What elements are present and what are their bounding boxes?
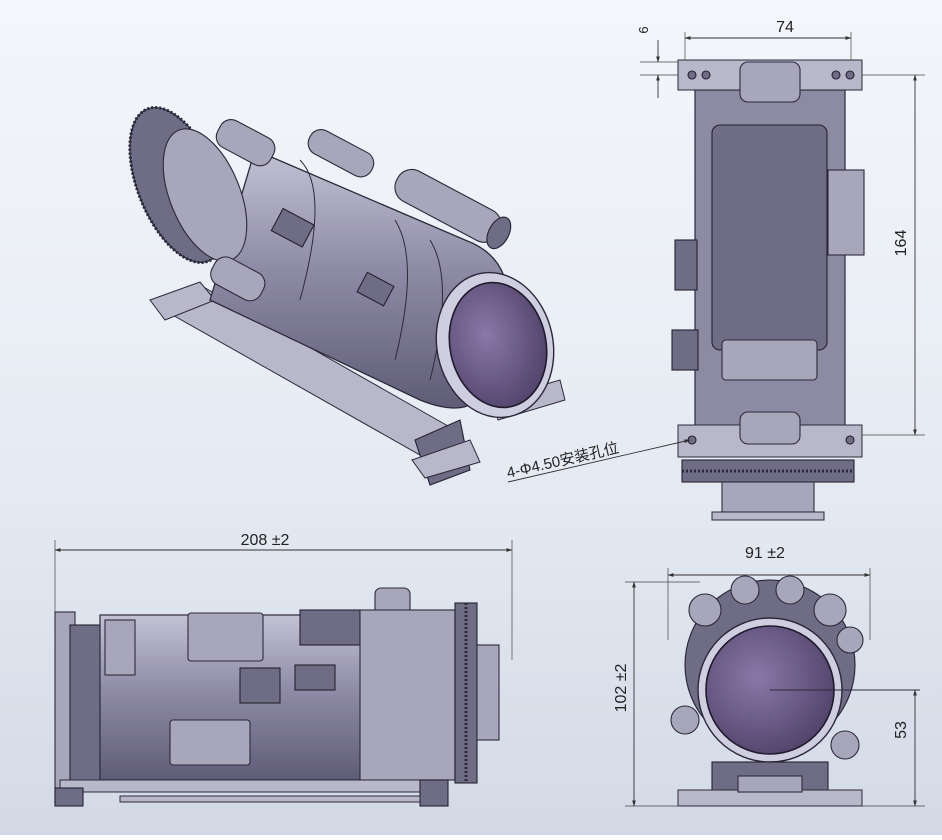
fr-motor xyxy=(813,593,847,627)
dim-length: 208 ±2 xyxy=(241,532,290,549)
dim-front-height: 102 ±2 xyxy=(613,663,630,712)
bl-rail xyxy=(119,795,421,803)
iso-front-lens xyxy=(448,281,548,409)
dim-top-offset: 6 xyxy=(636,26,651,33)
iso-front-foot-plate xyxy=(411,439,481,479)
fr-motor xyxy=(670,705,700,735)
iso-barrel-ring xyxy=(299,159,316,301)
dim-axis-height: 53 xyxy=(893,721,910,739)
iso-top-motor xyxy=(394,168,512,250)
iso-top-motor-small xyxy=(307,129,375,178)
bl-rear-housing xyxy=(359,609,456,781)
tr-lower-cover xyxy=(721,339,818,381)
tr-mount-hole xyxy=(687,70,697,80)
iso-barrel-ring xyxy=(394,219,408,361)
tr-side-bracket xyxy=(671,329,699,371)
tr-mount-hole xyxy=(845,435,855,445)
iso-barrel-ring xyxy=(429,239,443,381)
hole-leader-line xyxy=(507,439,691,483)
fr-motor xyxy=(688,593,722,627)
bl-bracket xyxy=(239,667,281,704)
bl-front-cap xyxy=(69,624,106,791)
dim-front-width: 91 ±2 xyxy=(745,545,785,562)
fr-motor xyxy=(836,626,864,654)
fr-motor xyxy=(775,575,805,605)
tr-cover-plate xyxy=(711,124,828,351)
front-view: 91 ±2 102 ±2 53 xyxy=(613,545,925,807)
dim-top-width: 74 xyxy=(776,19,794,36)
tr-rear-module xyxy=(721,481,815,513)
tr-side-motor xyxy=(827,169,865,256)
dim-side-height: 164 xyxy=(893,230,910,257)
bl-foot xyxy=(54,787,84,807)
tr-mount-hole xyxy=(831,70,841,80)
bl-motor-top xyxy=(187,612,264,662)
iso-lower-motor xyxy=(210,256,266,302)
bl-foot xyxy=(419,779,449,807)
isometric-view xyxy=(128,106,566,486)
iso-side-motor xyxy=(215,119,276,167)
fr-motor xyxy=(830,730,860,760)
bl-bracket xyxy=(299,609,361,646)
bl-rear-module xyxy=(476,644,500,741)
tr-rear-plate xyxy=(711,511,825,521)
bl-bracket xyxy=(294,664,336,691)
bl-base-plate xyxy=(59,779,431,793)
hole-note: 4-Φ4.50安装孔位 xyxy=(505,440,620,482)
iso-bracket xyxy=(356,271,395,307)
top-right-view: 74 6 164 4-Φ4.50安装孔位 xyxy=(505,19,925,521)
bl-ring xyxy=(104,619,136,676)
bottom-left-view: 208 ±2 xyxy=(54,532,513,807)
iso-bracket xyxy=(270,207,315,248)
fr-motor xyxy=(730,575,760,605)
tr-top-clamp xyxy=(739,61,801,103)
tr-mount-hole xyxy=(701,70,711,80)
tr-mount-hole xyxy=(845,70,855,80)
bl-motor-bottom xyxy=(169,719,251,766)
fr-pedestal-slot xyxy=(737,775,803,793)
tr-bottom-clamp xyxy=(739,411,801,445)
tr-side-bracket xyxy=(674,239,698,291)
